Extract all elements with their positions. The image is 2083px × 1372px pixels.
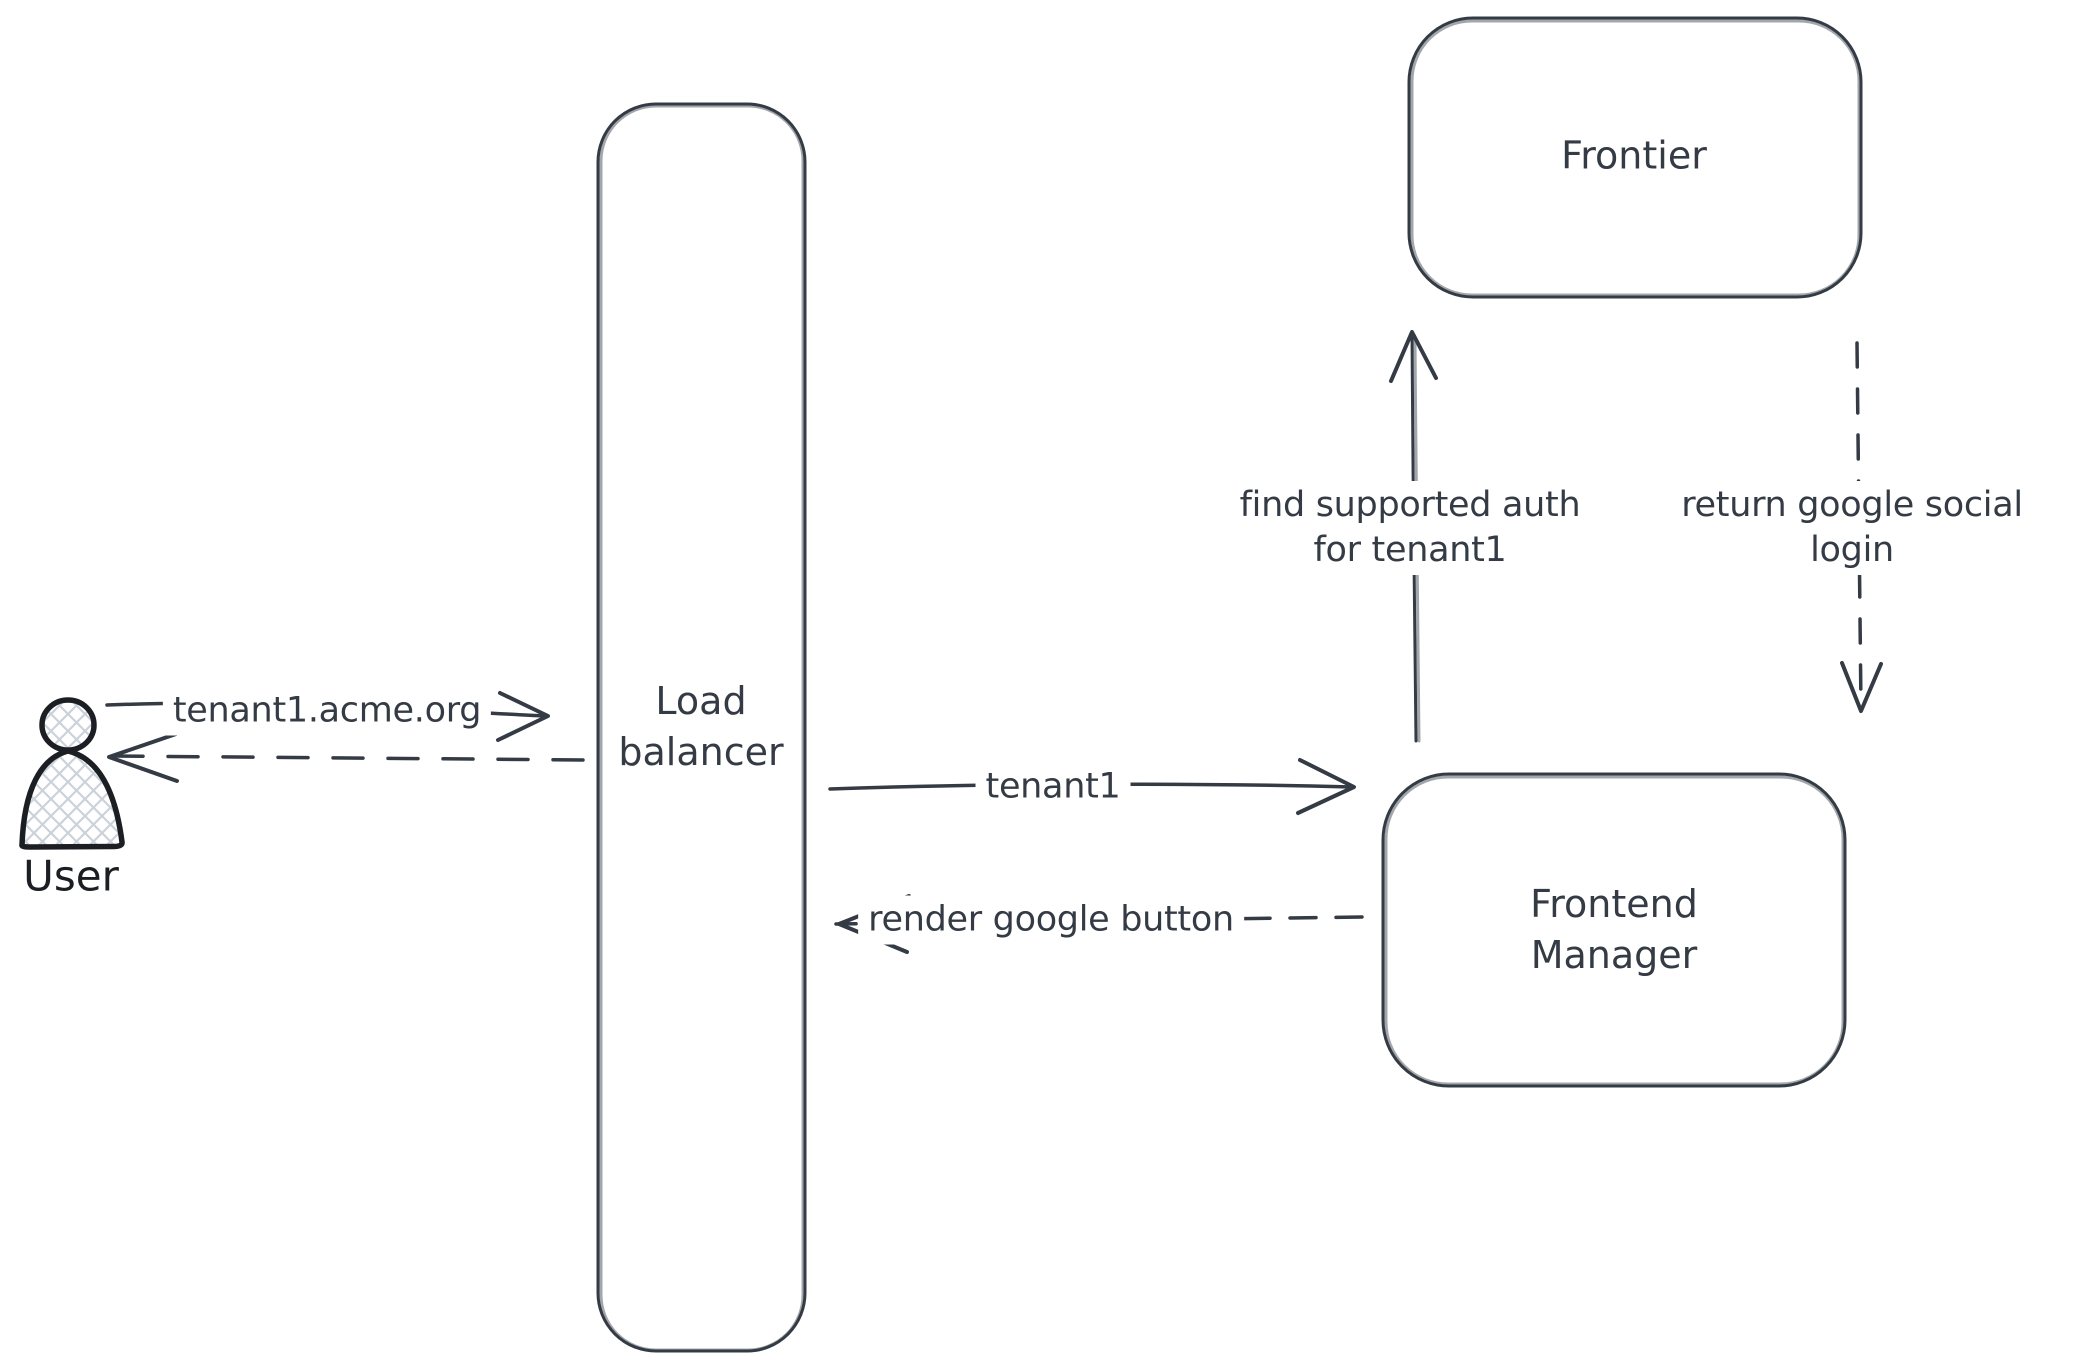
edge-label-render-google-button: render google button: [858, 895, 1244, 945]
frontend-manager-label-line2: Manager: [1530, 933, 1698, 977]
arrow-load-balancer-to-frontend-manager-head: [1296, 758, 1356, 815]
edge-label-return-google-social-login-line1: return google social: [1681, 485, 2023, 525]
user-icon: [19, 697, 125, 850]
edge-label-return-google-social-login-line2: login: [1810, 530, 1894, 570]
frontend-manager-box: [1381, 772, 1847, 1088]
arrow-frontier-to-frontend-manager-head: [1840, 661, 1883, 713]
frontier-label: Frontier: [1561, 133, 1707, 178]
arrow-load-balancer-to-user-head: [107, 732, 179, 783]
load-balancer-label-line2: balancer: [618, 730, 784, 774]
user-label: User: [23, 851, 119, 901]
edge-label-tenant1-acme-org: tenant1.acme.org: [162, 686, 492, 736]
arrow-frontend-manager-to-frontier-head: [1389, 330, 1438, 383]
arrow-load-balancer-to-user-line: [114, 754, 585, 762]
frontend-manager-label: Frontend Manager: [1530, 879, 1698, 981]
load-balancer-label: Load balancer: [618, 676, 783, 778]
edge-label-tenant1: tenant1: [975, 762, 1131, 812]
arrow-user-to-load-balancer-head: [496, 691, 550, 742]
edge-label-find-supported-auth: find supported auth for tenant1: [1229, 481, 1591, 575]
edge-label-return-google-social-login: return google social login: [1671, 481, 2033, 575]
arrow-load-balancer-to-user: [107, 732, 585, 783]
user-icon-head: [39, 697, 97, 753]
edge-label-find-supported-auth-line2: for tenant1: [1313, 530, 1507, 570]
load-balancer-label-line1: Load: [655, 679, 747, 723]
user-icon-body: [19, 748, 125, 850]
frontend-manager-label-line1: Frontend: [1530, 882, 1698, 926]
frontier-box: [1407, 16, 1863, 299]
edge-label-find-supported-auth-line1: find supported auth: [1239, 485, 1581, 525]
load-balancer-box: [596, 102, 807, 1353]
